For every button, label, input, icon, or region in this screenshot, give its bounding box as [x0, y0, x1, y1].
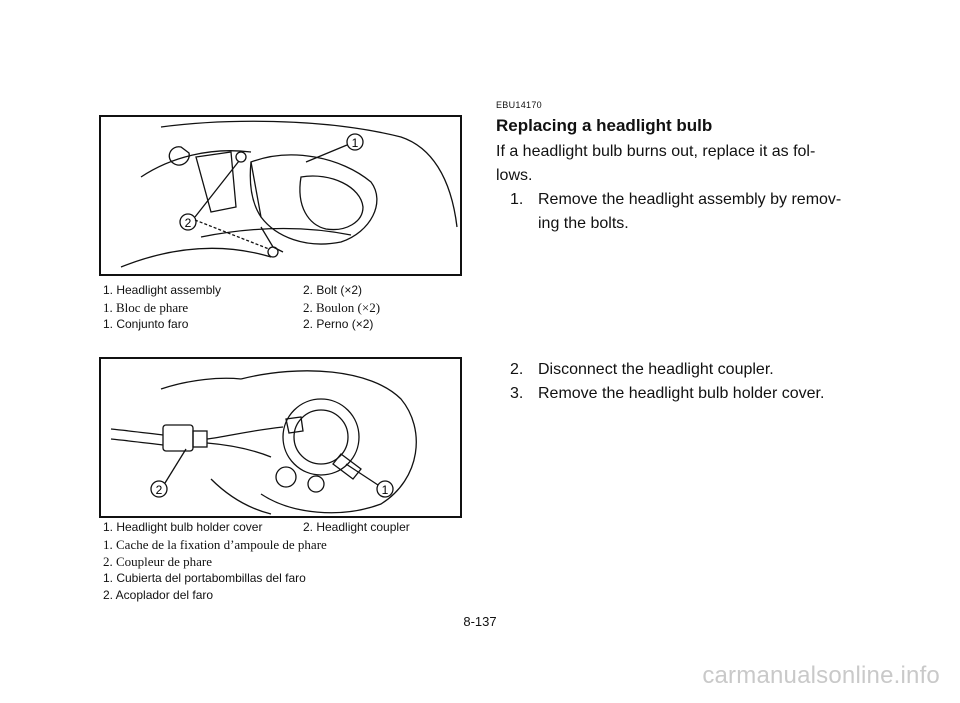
fig2-caption-fr-1: 1. Cache de la fixation d’ampoule de pha… [103, 537, 327, 552]
intro-line-2: lows. [496, 167, 533, 184]
fig1-caption-es-1: 1. Conjunto faro [103, 317, 189, 331]
fig2-caption-es-1: 1. Cubierta del portabombillas del faro [103, 571, 306, 585]
page-number: 8-137 [463, 614, 497, 629]
fig2-caption-es-2: 2. Acoplador del faro [103, 588, 214, 602]
step-1-line-2: ing the bolts. [538, 215, 629, 232]
step-2-text: Disconnect the headlight coupler. [538, 361, 774, 378]
callout-1: 1 [352, 136, 359, 150]
headlight-bulb-holder-illustration: 1 2 [110, 370, 417, 515]
fig2-caption-en-1: 1. Headlight bulb holder cover [103, 520, 263, 534]
step-1-line-1: Remove the headlight assembly by remov- [538, 191, 842, 208]
figure-headlight-bulb-holder: 1 2 [99, 357, 462, 518]
step-3-text: Remove the headlight bulb holder cover. [538, 385, 825, 402]
step-2-number: 2. [510, 361, 524, 378]
step-1-number: 1. [510, 191, 524, 208]
fig1-caption-en-2: 2. Bolt (×2) [303, 283, 363, 297]
headlight-assembly-illustration: 1 2 [120, 120, 458, 268]
intro-line-1: If a headlight bulb burns out, replace i… [496, 143, 816, 160]
callout-1: 1 [382, 483, 389, 497]
fig2-caption-en-2: 2. Headlight coupler [303, 520, 410, 534]
figure-headlight-assembly: 1 2 [99, 115, 462, 276]
section-code: EBU14170 [496, 100, 542, 110]
callout-2: 2 [156, 483, 163, 497]
watermark: carmanualsonline.info [702, 662, 940, 689]
fig2-caption-fr-2: 2. Coupleur de phare [103, 554, 213, 569]
fig1-caption-fr-1: 1. Bloc de phare [103, 300, 189, 315]
fig1-caption-fr-2: 2. Boulon (×2) [303, 300, 381, 315]
step-3-number: 3. [510, 385, 524, 402]
callout-2: 2 [185, 216, 192, 230]
fig1-caption-en-1: 1. Headlight assembly [103, 283, 222, 297]
fig1-caption-es-2: 2. Perno (×2) [303, 317, 374, 331]
section-title: Replacing a headlight bulb [496, 116, 713, 135]
